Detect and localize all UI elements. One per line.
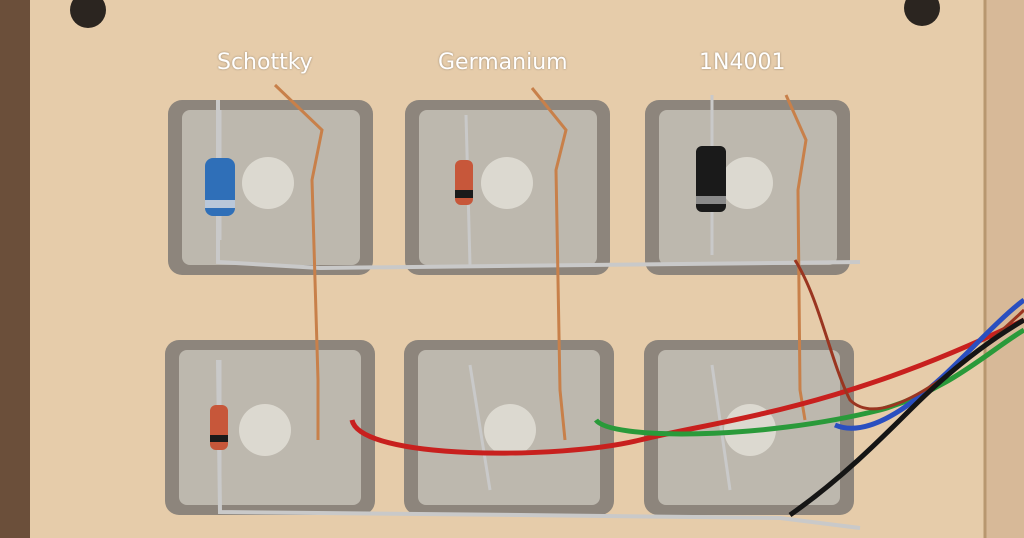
label-schottky: Schottky xyxy=(217,50,313,75)
switch-bottom-3 xyxy=(644,340,854,515)
screw-hole-right xyxy=(904,0,940,26)
copper-wire-2 xyxy=(530,87,568,441)
germanium-diode xyxy=(455,114,473,266)
switch-top-1 xyxy=(168,100,373,275)
copper-wire-3 xyxy=(784,94,808,421)
bottom-lead-3 xyxy=(710,364,732,491)
bottom-lead-2 xyxy=(468,364,492,491)
switch-top-3 xyxy=(645,100,850,275)
schottky-diode xyxy=(205,110,235,240)
board-edge-right xyxy=(985,0,1024,538)
switch-top-2 xyxy=(405,100,610,275)
label-1n4001: 1N4001 xyxy=(699,50,786,75)
switch-bottom-2 xyxy=(404,340,614,515)
red-wire xyxy=(349,317,1024,456)
1n4001-diode xyxy=(696,95,726,255)
bottom-diode-1 xyxy=(210,360,228,500)
copper-wire-1 xyxy=(273,83,324,440)
screw-hole-left xyxy=(70,0,106,28)
green-wire xyxy=(593,327,1024,437)
switch-bottom-1 xyxy=(165,340,375,515)
blue-wire xyxy=(834,297,1024,431)
label-germanium: Germanium xyxy=(438,50,568,75)
black-wire xyxy=(788,317,1024,518)
